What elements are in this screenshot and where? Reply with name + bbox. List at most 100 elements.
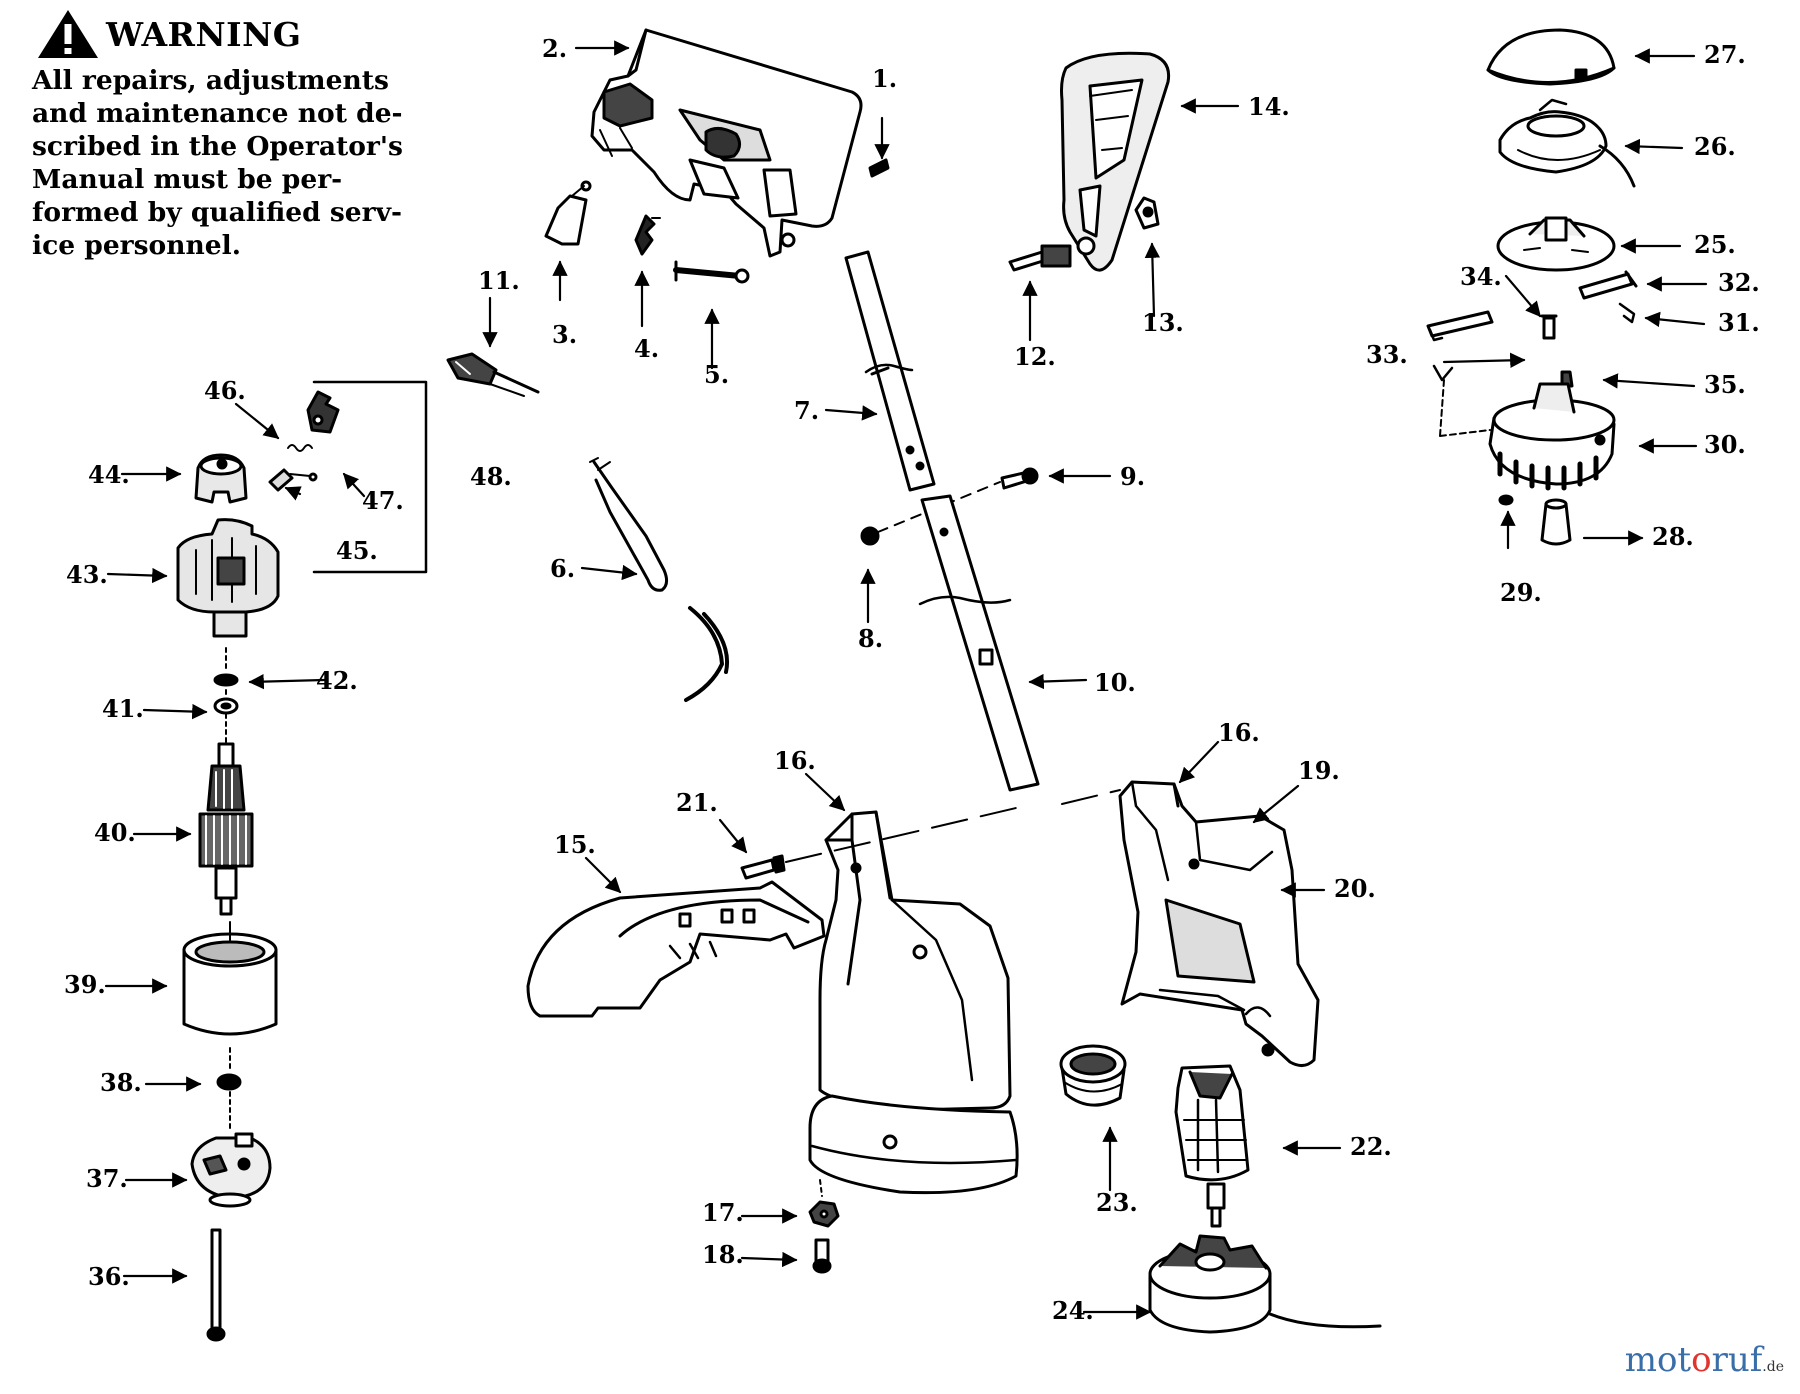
callout-7: 7. bbox=[794, 396, 820, 425]
callout-15: 15. bbox=[554, 830, 596, 859]
part-26-spool bbox=[1498, 98, 1636, 188]
callout-25: 25. bbox=[1694, 230, 1736, 259]
warning-line: ice personnel. bbox=[32, 230, 241, 261]
callout-28: 28. bbox=[1652, 522, 1694, 551]
part-24-fan bbox=[1148, 1234, 1382, 1334]
warning-triangle-icon bbox=[38, 10, 98, 58]
callout-24: 24. bbox=[1052, 1296, 1094, 1325]
callout-23: 23. bbox=[1096, 1188, 1138, 1217]
part-14-assist-handle bbox=[1060, 51, 1171, 272]
callout-33: 33. bbox=[1366, 340, 1408, 369]
part-33-line-guide bbox=[1426, 310, 1494, 437]
callout-39: 39. bbox=[64, 970, 106, 999]
warning-line: and maintenance not de- bbox=[32, 98, 403, 129]
callout-10: 10. bbox=[1094, 668, 1136, 697]
part-10-lower-shaft bbox=[918, 494, 1040, 792]
callout-2: 2. bbox=[542, 34, 568, 63]
callout-18: 18. bbox=[702, 1240, 744, 1269]
part-13-knob bbox=[1134, 196, 1160, 230]
callout-19: 19. bbox=[1298, 756, 1340, 785]
watermark-tld: .de bbox=[1762, 1359, 1784, 1375]
part-29-washer bbox=[1498, 494, 1514, 506]
warning-heading: WARNING bbox=[36, 8, 301, 60]
part-28-knob bbox=[1540, 498, 1572, 546]
callout-4: 4. bbox=[634, 334, 660, 363]
callout-42: 42. bbox=[316, 666, 358, 695]
part-31-spring bbox=[1618, 302, 1636, 324]
part-16-motor-housing-left bbox=[808, 810, 1019, 1195]
callout-16: 16. bbox=[774, 746, 816, 775]
part-19-motor-housing-right bbox=[1118, 780, 1320, 1067]
part-40-armature bbox=[198, 742, 254, 916]
callout-20: 20. bbox=[1334, 874, 1376, 903]
part-27-spool-cap bbox=[1486, 28, 1616, 86]
warning-title: WARNING bbox=[106, 14, 302, 54]
warning-line: All repairs, adjustments bbox=[32, 65, 389, 96]
callout-13: 13. bbox=[1142, 308, 1184, 337]
part-30-housing bbox=[1488, 382, 1616, 491]
part-7-upper-shaft bbox=[844, 250, 936, 492]
callout-9: 9. bbox=[1120, 462, 1146, 491]
part-36-bolt bbox=[206, 1228, 226, 1342]
part-23-bearing-ring bbox=[1059, 1044, 1127, 1107]
part-38-washer bbox=[216, 1073, 242, 1091]
part-15-guard bbox=[526, 880, 826, 1018]
callout-3: 3. bbox=[552, 320, 578, 349]
callout-46: 46. bbox=[204, 376, 246, 405]
part-34-screw bbox=[1540, 314, 1558, 340]
callout-41: 41. bbox=[102, 694, 144, 723]
warning-text: All repairs, adjustments and maintenance… bbox=[32, 64, 422, 262]
callout-34: 34. bbox=[1460, 262, 1502, 291]
watermark-part: o bbox=[1691, 1340, 1712, 1380]
callout-48: 48. bbox=[470, 462, 512, 491]
part-11-plug bbox=[446, 352, 540, 397]
part-43-motor-end-cap bbox=[176, 518, 280, 638]
part-25-spool-base bbox=[1496, 216, 1616, 272]
part-2-switch-housing bbox=[590, 28, 863, 258]
callout-48-bracket bbox=[312, 380, 428, 574]
part-6-cord bbox=[589, 457, 729, 702]
callout-31: 31. bbox=[1718, 308, 1760, 337]
callout-29: 29. bbox=[1500, 578, 1542, 607]
callout-8: 8. bbox=[858, 624, 884, 653]
callout-14: 14. bbox=[1248, 92, 1290, 121]
part-17-nut bbox=[808, 1200, 840, 1228]
callout-12: 12. bbox=[1014, 342, 1056, 371]
part-9-bolt bbox=[1000, 467, 1039, 490]
callout-32: 32. bbox=[1718, 268, 1760, 297]
callout-16: 16. bbox=[1218, 718, 1260, 747]
part-39-stator-housing bbox=[182, 921, 278, 1036]
watermark-part: ruf bbox=[1711, 1340, 1763, 1380]
part-8-nut bbox=[860, 526, 880, 546]
part-4-spring-clip bbox=[634, 214, 661, 256]
callout-47: 47. bbox=[362, 486, 404, 515]
callout-6: 6. bbox=[550, 554, 576, 583]
callout-35: 35. bbox=[1704, 370, 1746, 399]
callout-45: 45. bbox=[336, 536, 378, 565]
part-32-line-guide bbox=[1578, 270, 1638, 300]
callout-36: 36. bbox=[88, 1262, 130, 1291]
part-42-washer bbox=[213, 673, 239, 687]
callout-38: 38. bbox=[100, 1068, 142, 1097]
part-37-motor-base bbox=[190, 1132, 272, 1208]
callout-43: 43. bbox=[66, 560, 108, 589]
part-46-spring bbox=[287, 444, 313, 452]
warning-line: formed by qualified serv- bbox=[32, 197, 402, 228]
part-22-motor bbox=[1174, 1064, 1250, 1228]
callout-22: 22. bbox=[1350, 1132, 1392, 1161]
part-18-screw bbox=[812, 1238, 832, 1274]
callout-21: 21. bbox=[676, 788, 718, 817]
warning-line: Manual must be per- bbox=[32, 164, 343, 195]
part-21-screw bbox=[740, 854, 786, 880]
part-12-bolt bbox=[1008, 244, 1072, 272]
part-44-brush-holder-cap bbox=[194, 453, 248, 504]
part-1-screw bbox=[868, 158, 890, 178]
callout-11: 11. bbox=[478, 266, 520, 295]
part-41-washer bbox=[213, 697, 239, 715]
watermark-part: mot bbox=[1624, 1340, 1692, 1380]
leader-arrows bbox=[104, 40, 1708, 1320]
callout-40: 40. bbox=[94, 818, 136, 847]
part-5-link bbox=[673, 260, 750, 284]
